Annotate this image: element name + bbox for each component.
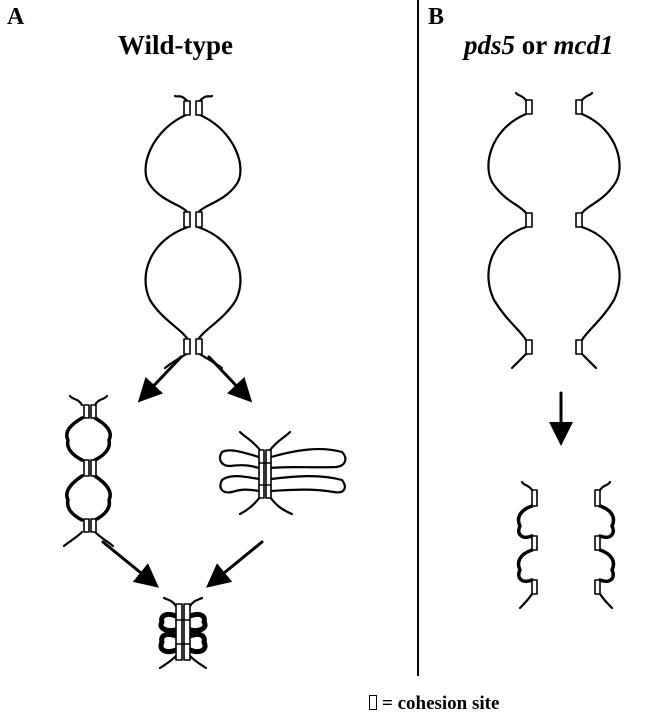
- condensed-chromosome: [160, 598, 206, 668]
- flattened-intermediate: [220, 432, 345, 514]
- arrow-flattened-to-condensed: [213, 542, 262, 582]
- wildtype-cohesion-sites: [184, 101, 202, 354]
- legend-text: = cohesion site: [382, 693, 499, 714]
- wildtype-sister-chromatids: [146, 96, 241, 368]
- coiled-intermediate: [64, 396, 113, 546]
- mutant-condensed-chromatids: [519, 482, 614, 608]
- mutant-separated-chromatids: [488, 93, 619, 368]
- arrow-to-flattened: [209, 357, 246, 396]
- legend: = cohesion site: [369, 693, 499, 715]
- arrow-coiled-to-condensed: [103, 542, 152, 582]
- arrows-panel-a: [103, 357, 262, 582]
- cohesion-site-symbol: [369, 695, 377, 710]
- arrow-to-coiled: [144, 357, 181, 396]
